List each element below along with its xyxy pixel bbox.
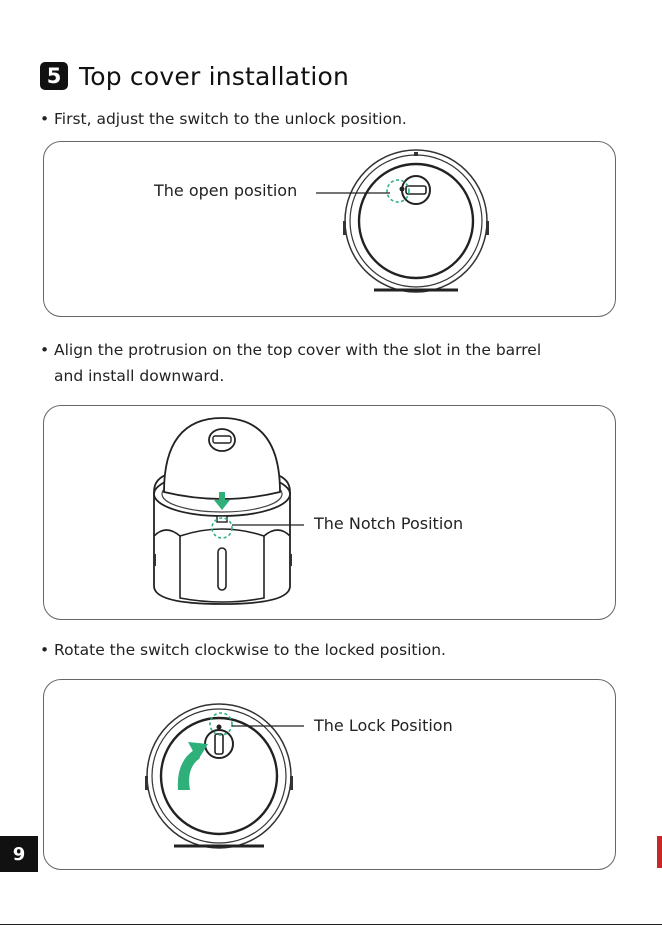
bullet-dot-icon: •: [40, 637, 54, 663]
bullet-dot-icon: •: [40, 106, 54, 132]
step-number-badge: 5: [40, 62, 68, 90]
step-3-text: •Rotate the switch clockwise to the lock…: [40, 637, 446, 663]
step-2-text: •Align the protrusion on the top cover w…: [40, 337, 541, 389]
callout-open-position: The open position: [154, 181, 297, 200]
section-heading: 5 Top cover installation: [40, 58, 349, 94]
cover-barrel-side-view-illustration: [44, 406, 615, 619]
page-title: Top cover installation: [79, 62, 349, 91]
callout-lock-position: The Lock Position: [314, 716, 453, 735]
bottom-divider: [0, 924, 662, 925]
bullet-dot-icon: •: [40, 337, 54, 363]
illustration-panel-notch: The Notch Position: [43, 405, 616, 620]
cover-top-view-open-illustration: [44, 142, 615, 316]
side-tab-marker: [657, 836, 662, 868]
cover-top-view-locked-illustration: [44, 680, 615, 869]
step-1-text: •First, adjust the switch to the unlock …: [40, 106, 407, 132]
page-number: 9: [0, 836, 38, 872]
illustration-panel-lock: The Lock Position: [43, 679, 616, 870]
illustration-panel-open: The open position: [43, 141, 616, 317]
callout-notch-position: The Notch Position: [314, 514, 463, 533]
